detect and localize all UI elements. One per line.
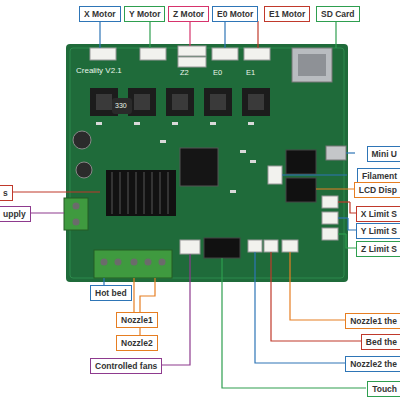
silkscreen-label: E0 — [213, 68, 222, 77]
callout-text: Z Limit S — [361, 243, 397, 255]
callout-box: Z Limit S — [356, 241, 400, 257]
callout-text: LCD Disp — [359, 184, 397, 196]
callout-box: X Motor — [79, 6, 121, 22]
callout-text: upply — [3, 208, 26, 220]
callout-text: Z Motor — [173, 8, 204, 20]
callout-text: Nozzle1 — [121, 314, 153, 326]
callout-text: s — [3, 187, 8, 199]
mcu-chip — [180, 148, 218, 186]
callout-box: LCD Disp — [354, 182, 400, 198]
callout-box: Nozzle2 — [116, 335, 158, 351]
callout-box: E0 Motor — [212, 6, 258, 22]
inductor — [112, 98, 132, 114]
limit-connector — [322, 196, 338, 208]
callout-box: upply — [0, 206, 31, 222]
silkscreen-label: Creality V2.1 — [76, 66, 122, 75]
callout-text: Controlled fans — [95, 360, 157, 372]
callout-box: Mini U — [367, 146, 400, 162]
callout-box: Touch — [367, 381, 400, 397]
silkscreen-label: Z2 — [180, 68, 189, 77]
pcb-edge — [70, 48, 344, 278]
callout-box: X Limit S — [356, 206, 400, 222]
callout-box: Z Motor — [168, 6, 209, 22]
callout-text: Y Limit S — [361, 225, 397, 237]
capacitor — [73, 131, 91, 149]
silkscreen-label: 330 — [115, 102, 127, 109]
filament-connector — [268, 166, 282, 184]
z-motor-connector — [178, 46, 206, 56]
stepper-drivers — [90, 88, 270, 116]
capacitor — [76, 162, 92, 178]
heatsink — [106, 170, 176, 216]
lcd-connector — [286, 178, 316, 202]
limit-connector — [322, 212, 338, 224]
callout-box: Controlled fans — [90, 358, 162, 374]
mini-usb — [326, 146, 346, 160]
callout-text: X Motor — [84, 8, 116, 20]
callout-box: Nozzle2 the — [345, 356, 400, 372]
callout-box: s — [0, 185, 13, 201]
callout-box: Bed the — [361, 334, 400, 350]
callout-box: Y Limit S — [356, 223, 400, 239]
callout-text: Nozzle2 — [121, 337, 153, 349]
callout-text: X Limit S — [361, 208, 397, 220]
thermistor-connector — [248, 240, 262, 252]
callout-text: Nozzle2 the — [350, 358, 397, 370]
thermistor-connector — [282, 240, 298, 252]
callout-text: Nozzle1 the — [350, 315, 397, 327]
x-motor-connector — [90, 48, 116, 60]
callout-box: SD Card — [316, 6, 360, 22]
callout-box: Nozzle1 the — [345, 313, 400, 329]
silkscreen-label: E1 — [246, 68, 255, 77]
e0-motor-connector — [212, 48, 238, 60]
touch-connector — [204, 238, 240, 258]
callout-text: Touch — [372, 383, 397, 395]
thermistor-connector — [264, 240, 278, 252]
callout-text: Y Motor — [129, 8, 160, 20]
callout-box: E1 Motor — [264, 6, 310, 22]
sd-slot-inner — [298, 54, 326, 76]
heatsink-fins — [112, 172, 168, 214]
callout-text: Filament — [362, 170, 397, 182]
callout-box: Y Motor — [124, 6, 165, 22]
callout-text: E0 Motor — [217, 8, 253, 20]
callout-text: Bed the — [366, 336, 397, 348]
leader-lines — [13, 21, 366, 388]
callout-text: SD Card — [321, 8, 355, 20]
callout-text: E1 Motor — [269, 8, 305, 20]
callout-box: Hot bed — [90, 285, 132, 301]
callout-text: Mini U — [372, 148, 398, 160]
output-terminals — [94, 250, 172, 278]
limit-connector — [322, 228, 338, 240]
callout-text: Hot bed — [95, 287, 127, 299]
lcd-connector — [286, 150, 316, 174]
pcb — [66, 44, 348, 282]
fan-connector — [180, 240, 200, 254]
callout-box: Nozzle1 — [116, 312, 158, 328]
z2-motor-connector — [178, 57, 206, 67]
sd-slot — [292, 48, 332, 82]
y-motor-connector — [140, 48, 166, 60]
power-terminal — [64, 198, 88, 230]
e1-motor-connector — [244, 48, 270, 60]
